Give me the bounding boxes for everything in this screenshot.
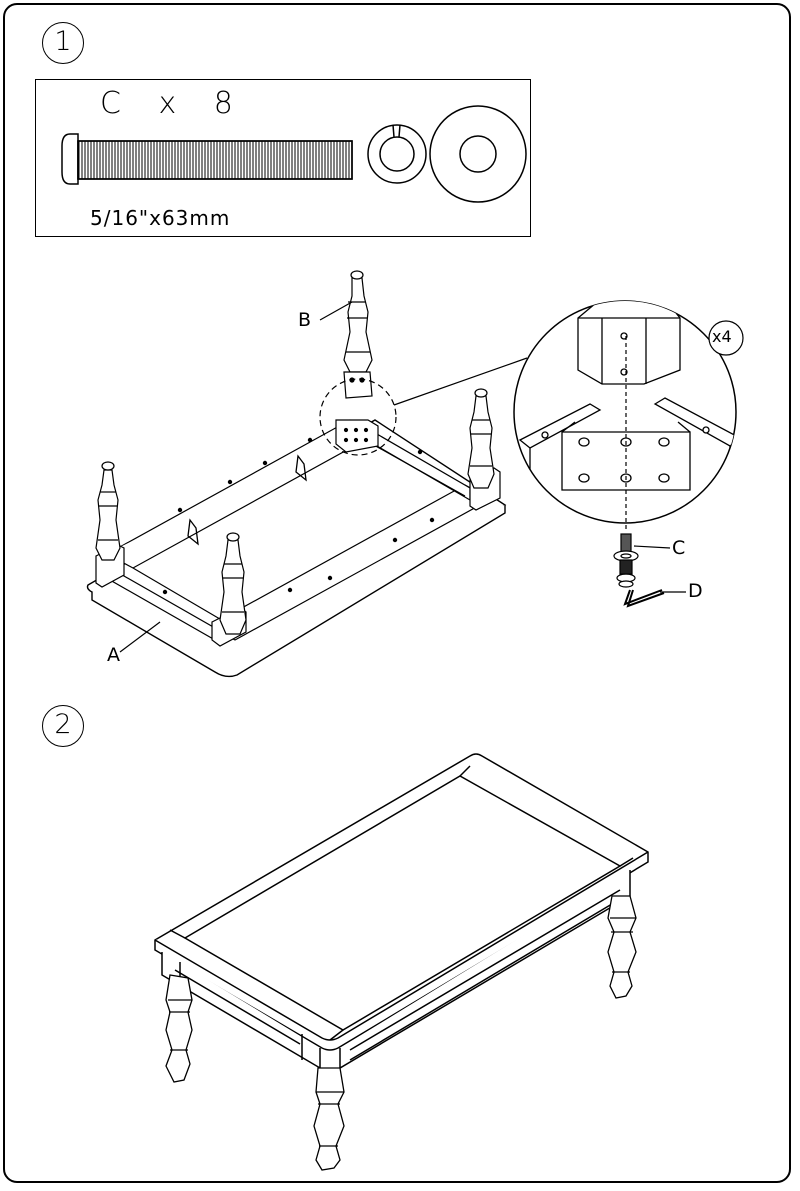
flat-washer-icon bbox=[429, 105, 527, 203]
allen-key-icon bbox=[623, 589, 665, 608]
detail-connector bbox=[393, 357, 528, 406]
quantity-label: x4 bbox=[712, 327, 732, 346]
hardware-spec: 5/16"x63mm bbox=[90, 206, 231, 230]
legs-step1 bbox=[95, 270, 495, 635]
lock-washer-icon bbox=[367, 124, 427, 184]
leader-lines bbox=[119, 301, 686, 653]
page-frame bbox=[3, 3, 791, 1183]
clip-brackets bbox=[187, 454, 307, 546]
apron-frame bbox=[109, 419, 482, 642]
hardware-title: C x 8 bbox=[100, 86, 247, 121]
step-2-number: 2 bbox=[42, 705, 84, 747]
hardware-box bbox=[35, 79, 531, 237]
legs-step2 bbox=[165, 895, 637, 1171]
callout-c: C bbox=[672, 537, 686, 559]
callout-a: A bbox=[107, 644, 120, 666]
bolt-assembly-icon bbox=[613, 533, 639, 588]
zoom-detail bbox=[513, 300, 744, 532]
detail-marker bbox=[319, 378, 397, 456]
step-1-number: 1 bbox=[42, 22, 84, 64]
assembled-table bbox=[154, 753, 649, 1070]
bolt-icon bbox=[61, 133, 353, 185]
callout-b: B bbox=[298, 309, 312, 331]
callout-d: D bbox=[688, 580, 703, 602]
